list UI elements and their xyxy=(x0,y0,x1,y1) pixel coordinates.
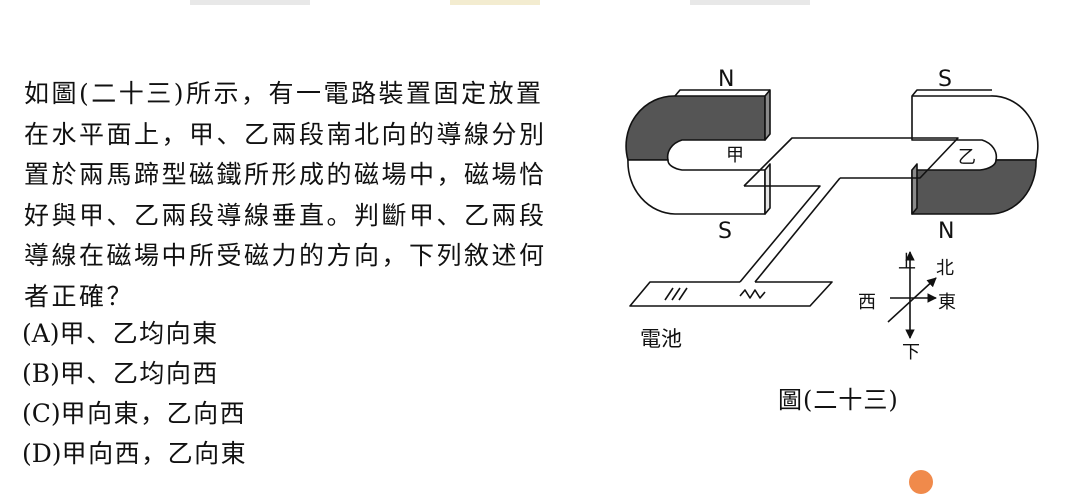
option-text: 甲向東，乙向西 xyxy=(60,399,247,428)
circuit-wires xyxy=(629,137,959,307)
question-line: 在水平面上，甲、乙兩段南北向的導線分別 xyxy=(24,119,547,149)
option-key: (D) xyxy=(22,439,62,468)
question-line: 好與甲、乙兩段導線垂直。判斷甲、乙兩段 xyxy=(24,200,547,230)
option-key: (B) xyxy=(22,359,60,388)
option-text: 甲、乙均向西 xyxy=(59,359,219,388)
left-magnet xyxy=(625,89,771,215)
option-d[interactable]: (D)甲向西，乙向東 xyxy=(22,434,247,474)
option-key: (C) xyxy=(22,399,61,428)
left-magnet-top-pole: N xyxy=(718,67,734,92)
figure-caption: 圖(二十三) xyxy=(778,386,899,414)
option-b[interactable]: (B)甲、乙均向西 xyxy=(22,354,247,394)
option-key: (A) xyxy=(22,319,60,348)
top-edge-strip xyxy=(0,0,1080,6)
right-magnet-bottom-pole: N xyxy=(938,219,954,244)
right-magnet-top-pole: S xyxy=(938,67,952,92)
option-text: 甲向西，乙向東 xyxy=(61,439,248,468)
question-line: 導線在磁場中所受磁力的方向，下列敘述何 xyxy=(24,241,547,270)
battery-symbol xyxy=(664,287,766,301)
option-text: 甲、乙均向東 xyxy=(59,319,219,348)
orange-dot xyxy=(909,470,933,494)
right-magnet xyxy=(911,89,1039,215)
option-a[interactable]: (A)甲、乙均向東 xyxy=(22,314,247,354)
compass-up-label: 上 xyxy=(898,252,916,273)
answer-options: (A)甲、乙均向東 (B)甲、乙均向西 (C)甲向東，乙向西 (D)甲向西，乙向… xyxy=(22,314,247,474)
question-line: 如圖(二十三)所示，有一電路裝置固定放置 xyxy=(24,79,544,108)
direction-compass xyxy=(887,251,937,339)
compass-east-label: 東 xyxy=(938,292,956,313)
question-text: 如圖(二十三)所示，有一電路裝置固定放置 在水平面上，甲、乙兩段南北向的導線分別… xyxy=(24,74,614,317)
left-magnet-bottom-pole: S xyxy=(718,219,732,244)
compass-north-label: 北 xyxy=(936,258,954,279)
question-line: 置於兩馬蹄型磁鐵所形成的磁場中，磁場恰 xyxy=(24,160,547,189)
question-line: 者正確？ xyxy=(24,281,135,311)
circuit-figure: N S S N 甲 乙 電池 上 北 東 西 下 xyxy=(625,67,1039,363)
battery-label: 電池 xyxy=(640,327,682,351)
wire-b-label: 乙 xyxy=(958,147,976,168)
wire-a-label: 甲 xyxy=(726,145,744,166)
option-c[interactable]: (C)甲向東，乙向西 xyxy=(22,394,247,434)
compass-down-label: 下 xyxy=(902,342,920,363)
compass-west-label: 西 xyxy=(858,292,876,313)
